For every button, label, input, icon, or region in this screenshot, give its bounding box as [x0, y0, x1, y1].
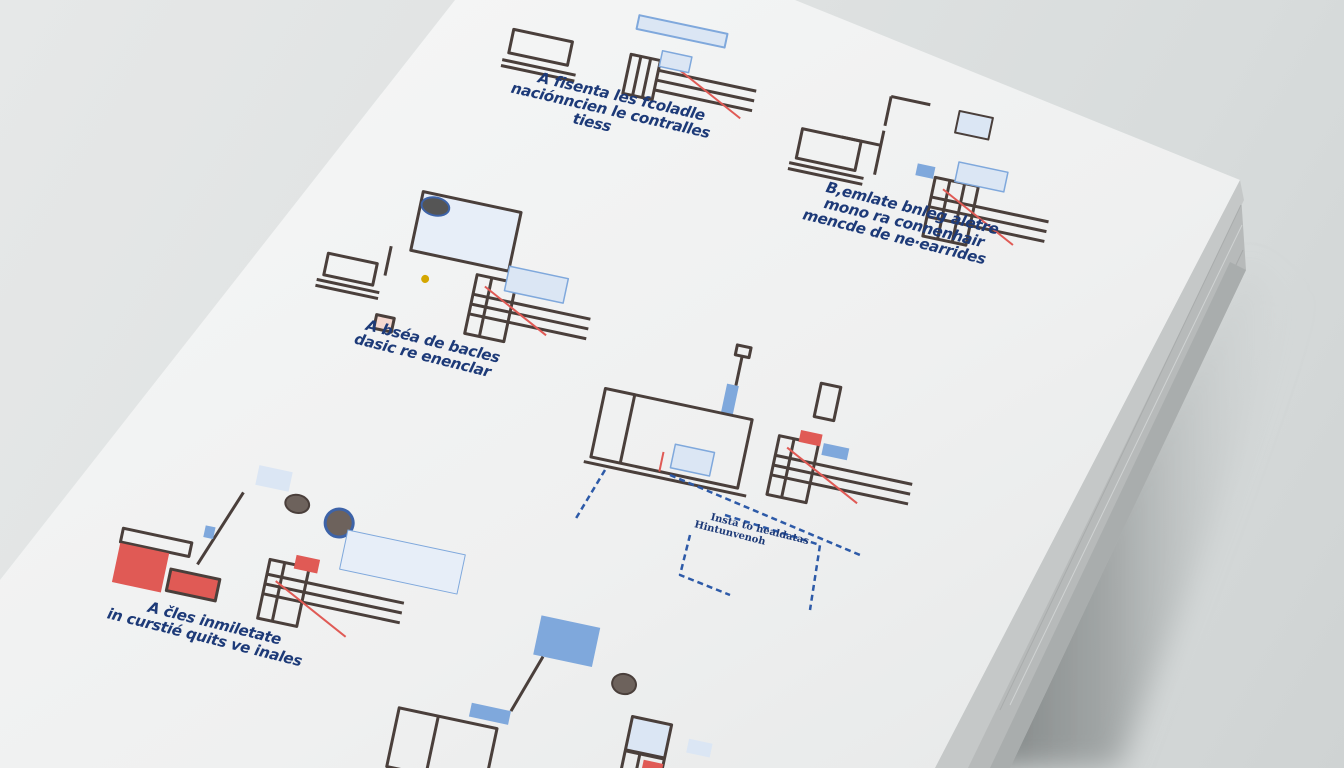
diagram-upper-right [787, 94, 1049, 247]
diagram-bottom [385, 615, 713, 768]
callout-box [573, 469, 861, 611]
diagram-lower-left [111, 465, 466, 638]
diagram-middle-left [315, 190, 591, 344]
diagram-center-right [583, 343, 913, 506]
diagram-top [500, 14, 757, 120]
